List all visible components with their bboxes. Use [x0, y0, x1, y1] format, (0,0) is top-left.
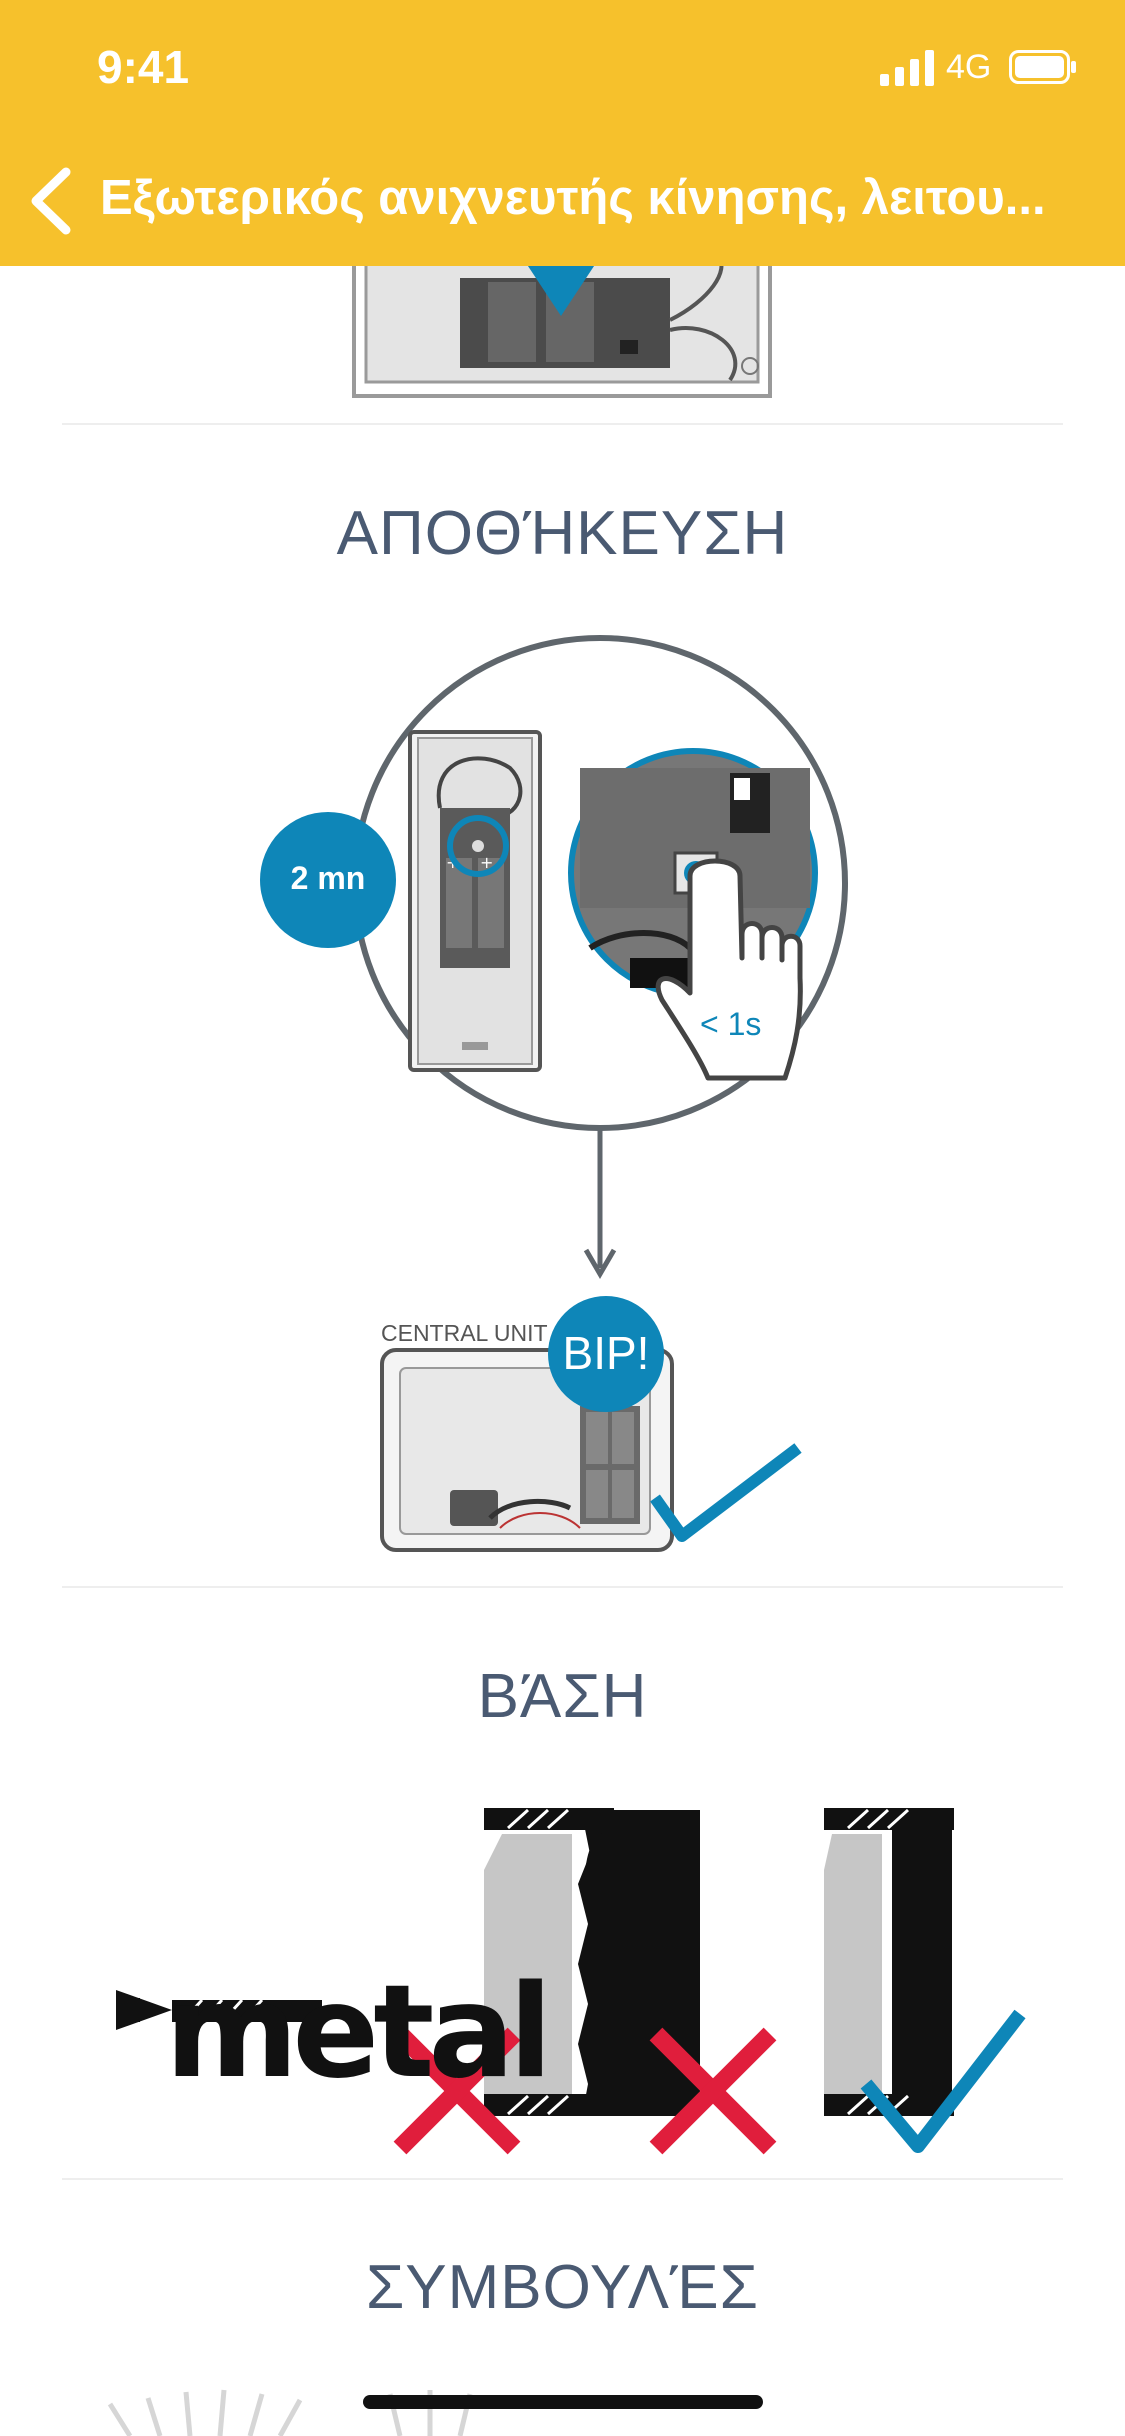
timer-badge [260, 812, 396, 948]
home-indicator[interactable] [363, 2395, 763, 2409]
beep-badge [548, 1296, 664, 1412]
battery-icon [1009, 50, 1076, 84]
back-chevron-icon[interactable] [22, 166, 82, 236]
section-title-save: ΑΠΟΘΉΚΕΥΣΗ [336, 499, 789, 568]
navigation-bar: Εξωτερικός ανιχνευτής κίνησης, λειτου... [0, 132, 1125, 266]
press-duration-label: < 1s [700, 1006, 762, 1042]
save-procedure-illustration: + + [260, 635, 848, 1552]
page-title: Εξωτερικός ανιχνευτής κίνησης, λειτου... [100, 171, 1046, 225]
network-type: 4G [946, 48, 992, 86]
detector-open-illustration [352, 260, 772, 398]
status-bar: 9:41 4G [0, 0, 1125, 132]
central-unit-label: CENTRAL UNIT [381, 1320, 548, 1346]
timer-label: 2 mn [290, 860, 366, 896]
signal-icon [880, 50, 934, 86]
section-divider [62, 2178, 1063, 2180]
cross-icon [649, 2027, 777, 2155]
beep-label: BIP! [562, 1327, 650, 1379]
metal-label: metal [165, 1958, 553, 2107]
status-time: 9:41 [97, 41, 190, 93]
svg-text:+: + [480, 853, 493, 872]
tips-illustration-partial [107, 2389, 473, 2436]
cross-icon [393, 2027, 521, 2155]
section-divider [62, 1586, 1063, 1588]
mounting-illustration [116, 1808, 1026, 2155]
section-title-tips: ΣΥΜΒΟΥΛΈΣ [365, 2253, 760, 2322]
section-title-base: ΒΆΣΗ [477, 1662, 648, 1731]
section-divider [62, 423, 1063, 425]
